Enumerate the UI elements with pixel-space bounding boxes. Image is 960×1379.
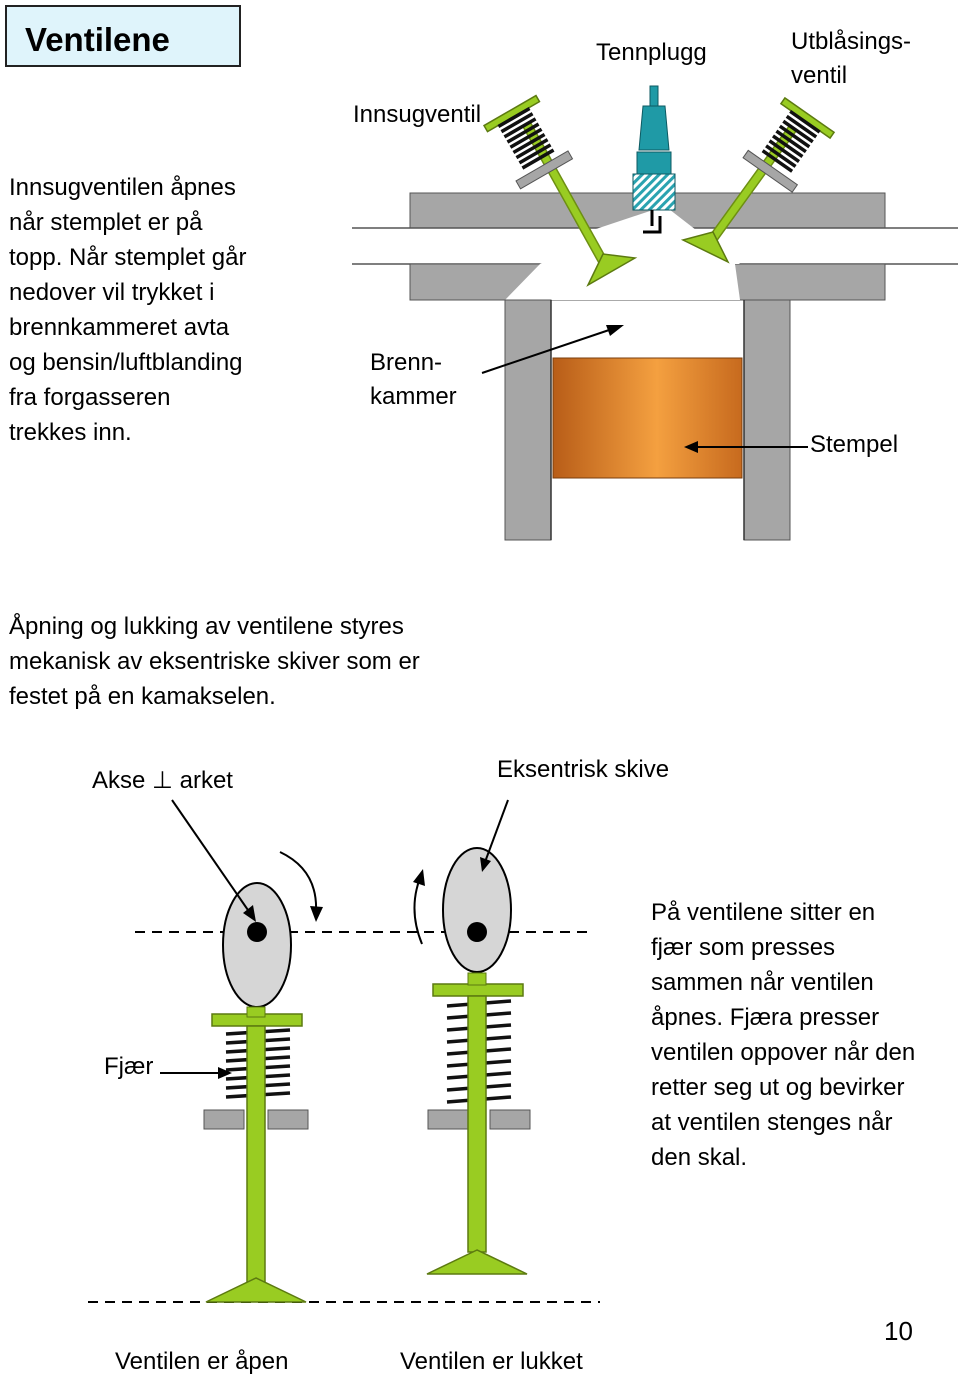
spark-plug-label: Tennplugg [596,39,707,66]
intro-text: Innsugventilen åpnes når stemplet er på … [9,174,247,446]
exhaust-valve-label: Utblåsings- ventil [791,28,912,89]
page-number: 10 [884,1316,913,1346]
axis-pointer-arrow [171,799,256,922]
valve-closed-label: Ventilen er lukket [400,1348,583,1375]
cylinder-walls [504,299,791,541]
exhaust-valve [680,96,836,264]
cam-axis-open [247,922,267,942]
axis-label: Akse ⊥ arket [92,767,233,794]
cam-disc-closed [442,847,512,973]
open-valve [203,882,309,1303]
spring-label: Fjær [104,1053,154,1080]
intake-valve-label: Innsugventil [353,101,482,128]
chamber-arrow [481,325,624,374]
intake-valve [482,94,638,287]
spring-text: På ventilene sitter en fjær som presses … [651,899,916,1171]
combustion-chamber-label: Brenn- kammer [370,349,457,410]
rotation-arrow-right [413,869,425,945]
spark-plug [632,85,676,234]
eccentric-disc-label: Eksentrisk skive [497,756,670,783]
piston-arrow [684,441,808,453]
spring-pointer-arrow [160,1067,232,1079]
cam-disc-open [222,882,292,1008]
piston [552,357,743,479]
piston-label: Stempel [810,431,899,458]
closed-valve [426,847,531,1275]
cam-axis-closed [467,922,487,942]
page-title: Ventilene [25,21,170,58]
middle-text: Åpning og lukking av ventilene styres me… [9,613,420,710]
valve-open-label: Ventilen er åpen [115,1348,289,1375]
rotation-arrow-left [279,851,323,922]
title-box: Ventilene [5,5,241,67]
disc-pointer-arrow [480,799,509,872]
